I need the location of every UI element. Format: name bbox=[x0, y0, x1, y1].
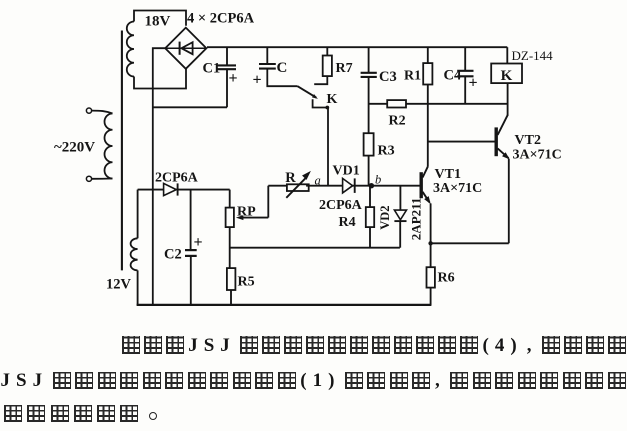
svg-text:K: K bbox=[327, 92, 338, 107]
svg-text:+: + bbox=[229, 70, 238, 87]
svg-text:VD1: VD1 bbox=[333, 164, 360, 179]
svg-text:3A×71C: 3A×71C bbox=[433, 181, 482, 196]
svg-text:C4: C4 bbox=[444, 68, 462, 84]
svg-text:R7: R7 bbox=[336, 61, 353, 76]
svg-text:VT2: VT2 bbox=[515, 133, 541, 148]
svg-text:+: + bbox=[469, 75, 478, 92]
svg-text:a: a bbox=[315, 173, 321, 187]
svg-text:3A×71C: 3A×71C bbox=[513, 148, 562, 163]
svg-text:R6: R6 bbox=[438, 271, 455, 286]
svg-text:R2: R2 bbox=[389, 114, 406, 129]
svg-text:C1: C1 bbox=[203, 61, 221, 77]
svg-text:b: b bbox=[375, 173, 381, 187]
svg-text:18V: 18V bbox=[145, 13, 171, 29]
svg-text:R4: R4 bbox=[339, 215, 356, 230]
svg-text:2CP6A: 2CP6A bbox=[319, 198, 363, 213]
svg-text:R1: R1 bbox=[404, 69, 421, 84]
svg-text:+: + bbox=[253, 72, 262, 89]
svg-text:RP: RP bbox=[237, 205, 256, 220]
svg-text:~220V: ~220V bbox=[54, 140, 95, 156]
svg-text:DZ-144: DZ-144 bbox=[512, 48, 554, 63]
svg-text:R5: R5 bbox=[238, 275, 255, 290]
svg-text:2AP211: 2AP211 bbox=[409, 198, 424, 241]
svg-text:12V: 12V bbox=[106, 276, 132, 292]
svg-text:C3: C3 bbox=[379, 69, 397, 85]
svg-text:+: + bbox=[194, 234, 203, 251]
svg-text:K: K bbox=[501, 68, 513, 84]
svg-text:4 × 2CP6A: 4 × 2CP6A bbox=[187, 11, 255, 27]
svg-text:VT1: VT1 bbox=[435, 167, 461, 182]
svg-text:C: C bbox=[277, 60, 288, 76]
svg-text:VD2: VD2 bbox=[378, 205, 392, 229]
svg-text:R3: R3 bbox=[378, 144, 395, 159]
svg-text:R: R bbox=[285, 170, 296, 186]
svg-text:C2: C2 bbox=[164, 247, 182, 263]
svg-text:2CP6A: 2CP6A bbox=[155, 171, 199, 186]
